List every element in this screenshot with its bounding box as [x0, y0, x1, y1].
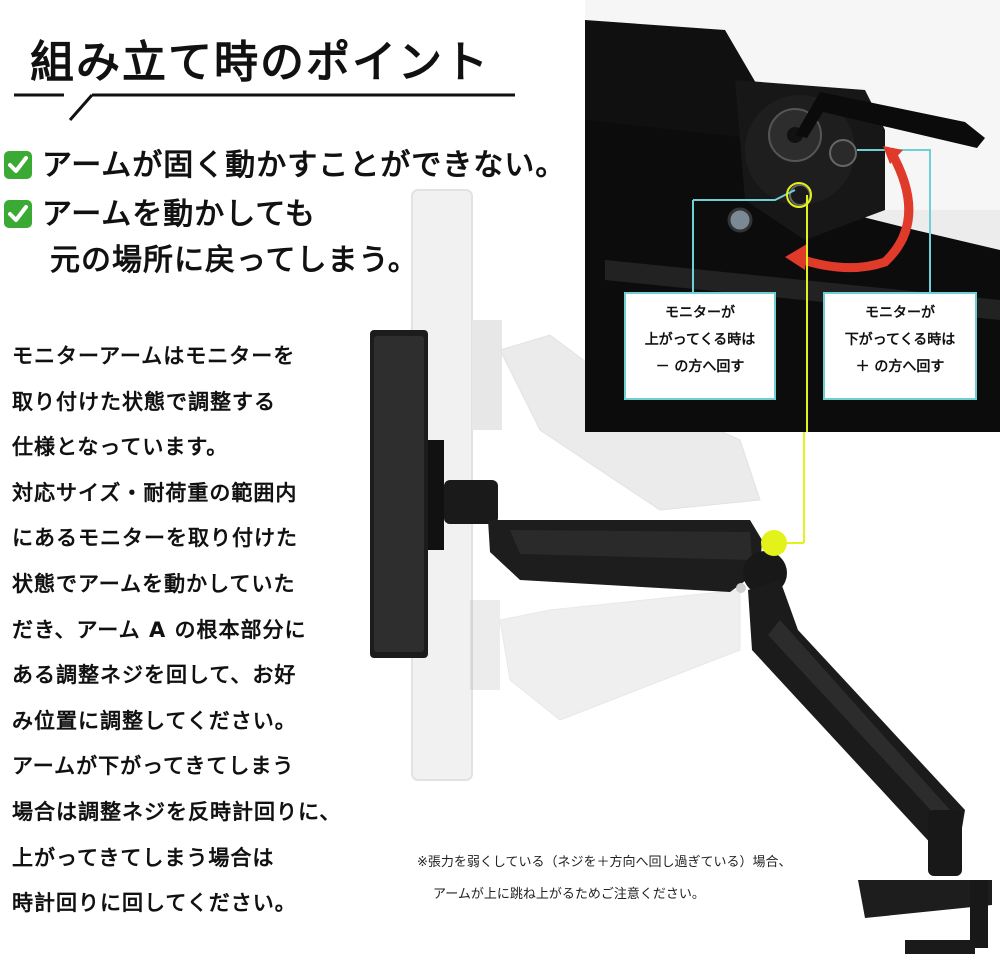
- body-line: み位置に調整してください。: [12, 708, 297, 733]
- adjust-point-marker: [761, 530, 787, 556]
- check-item-2: アームを動かしても 元の場所に戻ってしまう。: [4, 192, 419, 284]
- callout-lower: モニターが 下がってくる時は ＋ の方へ回す: [823, 292, 977, 400]
- check-item-text: アームを動かしても: [42, 197, 316, 232]
- rotation-arrow-icon: [785, 244, 807, 270]
- check-mark-icon: [4, 151, 32, 179]
- callout-line: 下がってくる時は: [844, 332, 956, 348]
- callout-raise: モニターが 上がってくる時は － の方へ回す: [624, 292, 776, 400]
- callout-line: モニターが: [865, 305, 935, 321]
- page-title: 組み立て時のポイント: [30, 37, 490, 88]
- instruction-text: モニターアームはモニターを 取り付けた状態で調整する 仕様となっています。 対応…: [12, 334, 372, 927]
- body-line: モニターアームはモニターを: [12, 344, 296, 368]
- check-item-text: アームが固く動かすことができない。: [42, 148, 567, 183]
- body-line: 時計回りに回してください。: [12, 891, 297, 916]
- body-line: だき、アーム A の根本部分に: [12, 617, 307, 642]
- check-item-text-cont: 元の場所に戻ってしまう。: [50, 243, 419, 278]
- title-underline: [14, 93, 515, 121]
- body-line: にあるモニターを取り付けた: [12, 526, 298, 551]
- body-line: 状態でアームを動かしていた: [12, 571, 296, 596]
- callout-line: ＋ の方へ回す: [855, 359, 945, 375]
- callout-line: 上がってくる時は: [644, 332, 756, 348]
- body-line: ある調整ネジを回して、お好: [12, 663, 297, 688]
- caution-note-line: ※張力を弱くしている（ネジを＋方向へ回し過ぎている）場合、: [417, 855, 792, 870]
- body-line: 場合は調整ネジを反時計回りに、: [12, 799, 342, 824]
- caution-note-line: アームが上に跳ね上がるためご注意ください。: [433, 887, 705, 902]
- check-item-1: アームが固く動かすことができない。: [4, 140, 566, 184]
- body-line: 対応サイズ・耐荷重の範囲内: [12, 480, 298, 505]
- body-line: 取り付けた状態で調整する: [12, 389, 276, 414]
- body-line: 上がってきてしまう場合は: [12, 845, 275, 870]
- body-line: 仕様となっています。: [12, 435, 229, 460]
- callout-line: － の方へ回す: [655, 359, 745, 375]
- body-line: アームが下がってきてしまう: [12, 754, 295, 779]
- check-mark-icon: [4, 200, 32, 228]
- callout-line: モニターが: [665, 305, 735, 321]
